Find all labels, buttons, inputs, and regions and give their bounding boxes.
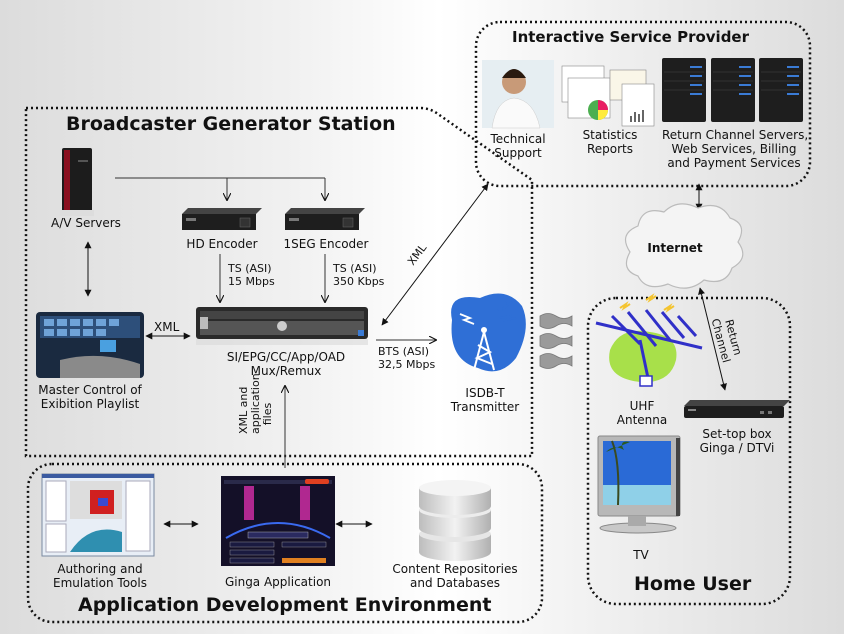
ts-1seg-line1: TS (ASI) bbox=[333, 262, 377, 275]
xml-app-files-label: XML and application files bbox=[237, 373, 274, 434]
app-dev-title: Application Development Environment bbox=[78, 594, 492, 616]
master-control-label: Master Control of Exibition Playlist bbox=[30, 383, 150, 411]
internet-cloud-icon bbox=[624, 203, 744, 289]
isp-boundary bbox=[474, 20, 812, 188]
hd-encoder-icon bbox=[182, 208, 262, 230]
master-control-icon bbox=[36, 312, 144, 378]
set-top-box-label: Set-top box Ginga / DTVi bbox=[690, 427, 784, 455]
set-top-box-icon bbox=[684, 400, 790, 418]
return-servers-line3: and Payment Services bbox=[667, 156, 801, 170]
statistics-reports-icon bbox=[561, 65, 655, 127]
xml-app-files-line3: files bbox=[261, 402, 274, 426]
authoring-label: Authoring and Emulation Tools bbox=[40, 562, 160, 590]
transmitter-icon bbox=[451, 293, 526, 372]
mux-server-icon bbox=[196, 307, 368, 345]
xml-master-label: XML bbox=[154, 320, 180, 334]
authoring-tools-icon bbox=[41, 473, 155, 557]
uhf-antenna-line1: UHF bbox=[629, 399, 655, 413]
set-top-box-line2: Ginga / DTVi bbox=[699, 441, 775, 455]
return-servers-line2: Web Services, Billing bbox=[671, 142, 797, 156]
tv-label: TV bbox=[633, 548, 649, 562]
master-control-line1: Master Control of bbox=[38, 383, 142, 397]
stats-reports-line2: Reports bbox=[586, 142, 634, 156]
tech-support-line1: Technical bbox=[490, 132, 546, 146]
return-channel-arrow bbox=[698, 287, 727, 391]
authoring-line2: Emulation Tools bbox=[53, 576, 147, 590]
home-boundary bbox=[586, 296, 792, 606]
content-repo-line2: and Databases bbox=[410, 576, 500, 590]
database-icon bbox=[419, 480, 491, 561]
tv-icon bbox=[597, 435, 681, 534]
content-repo-line1: Content Repositories bbox=[392, 562, 518, 576]
ginga-app-label: Ginga Application bbox=[224, 575, 332, 589]
mux-label-line2: Mux/Remux bbox=[250, 364, 322, 378]
av-servers-label: A/V Servers bbox=[51, 216, 121, 230]
isp-title: Interactive Service Provider bbox=[512, 28, 750, 46]
ts-1seg-label: TS (ASI) 350 Kbps bbox=[333, 262, 384, 288]
mux-isp-xml-arrow bbox=[381, 183, 489, 326]
stats-reports-label: Statistics Reports bbox=[570, 128, 650, 156]
return-servers-line1: Return Channel Servers, bbox=[662, 128, 809, 142]
transmitter-line2: Transmitter bbox=[450, 400, 520, 414]
mux-label: SI/EPG/CC/App/OAD Mux/Remux bbox=[206, 350, 366, 378]
transmitter-label: ISDB-T Transmitter bbox=[440, 386, 530, 414]
bts-line2: 32,5 Mbps bbox=[378, 358, 436, 371]
ts-hd-label: TS (ASI) 15 Mbps bbox=[228, 262, 275, 288]
mux-label-line1: SI/EPG/CC/App/OAD bbox=[226, 350, 346, 364]
uhf-antenna-icon bbox=[595, 293, 703, 387]
broadcaster-boundary bbox=[24, 106, 534, 458]
tech-support-line2: Support bbox=[494, 146, 542, 160]
uhf-antenna-line2: Antenna bbox=[616, 413, 668, 427]
av-server-icon bbox=[60, 148, 94, 216]
stats-reports-line1: Statistics bbox=[582, 128, 638, 142]
content-repo-label: Content Repositories and Databases bbox=[380, 562, 530, 590]
uhf-antenna-label: UHF Antenna bbox=[612, 399, 672, 427]
technical-support-icon bbox=[482, 60, 554, 129]
return-channel-servers-icon bbox=[662, 58, 803, 122]
master-control-line2: Exibition Playlist bbox=[40, 397, 140, 411]
tech-support-label: Technical Support bbox=[476, 132, 560, 160]
ts-1seg-line2: 350 Kbps bbox=[333, 275, 385, 288]
bts-label: BTS (ASI) 32,5 Mbps bbox=[378, 345, 435, 371]
broadcaster-title: Broadcaster Generator Station bbox=[66, 113, 396, 135]
hd-encoder-label: HD Encoder bbox=[186, 237, 258, 251]
transmitter-line1: ISDB-T bbox=[465, 386, 505, 400]
home-user-title: Home User bbox=[634, 573, 752, 595]
return-servers-label: Return Channel Servers, Web Services, Bi… bbox=[662, 128, 809, 170]
authoring-line1: Authoring and bbox=[57, 562, 143, 576]
av-to-encoders-connector bbox=[115, 177, 325, 200]
set-top-box-line1: Set-top box bbox=[702, 427, 772, 441]
bts-line1: BTS (ASI) bbox=[378, 345, 430, 358]
broadcast-wave-icon bbox=[539, 313, 573, 369]
1seg-encoder-icon bbox=[285, 208, 365, 230]
1seg-encoder-label: 1SEG Encoder bbox=[283, 237, 369, 251]
ts-hd-line2: 15 Mbps bbox=[228, 275, 275, 288]
ginga-application-icon bbox=[221, 476, 335, 566]
internet-label: Internet bbox=[647, 241, 703, 255]
ts-hd-line1: TS (ASI) bbox=[228, 262, 272, 275]
